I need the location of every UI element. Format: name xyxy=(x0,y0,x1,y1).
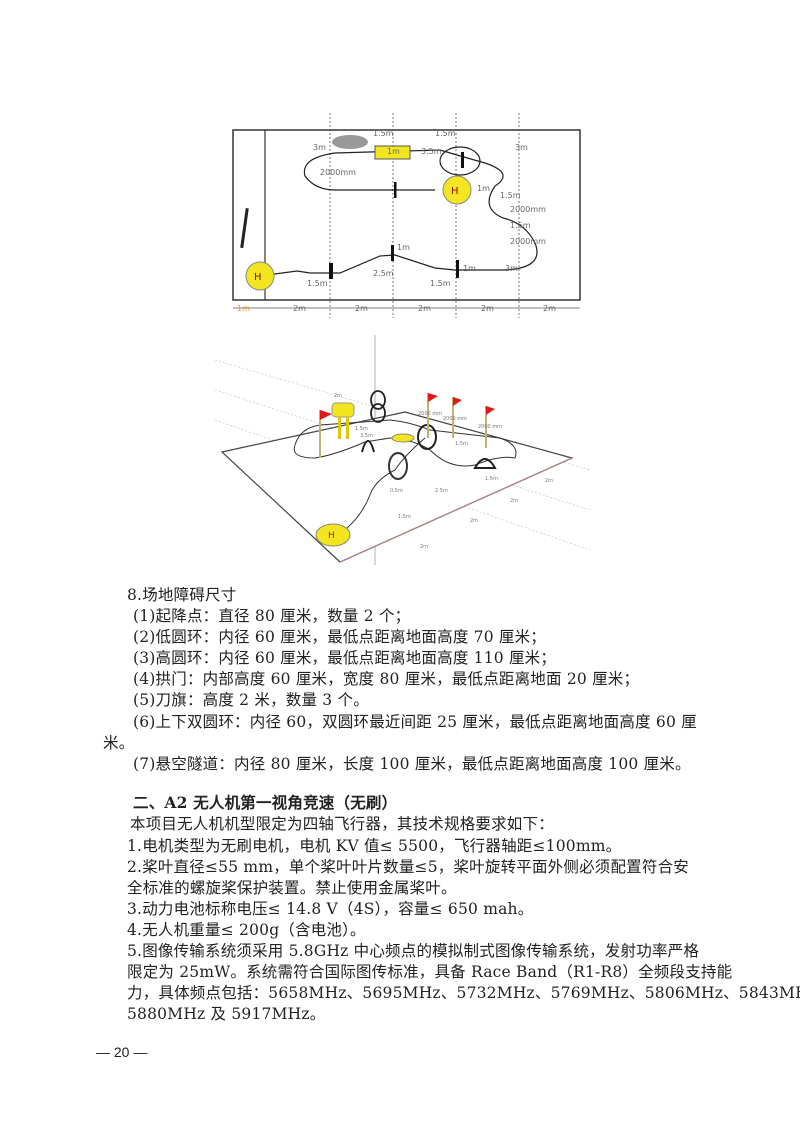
list-item: (5)刀旗：高度 2 米，数量 3 个。 xyxy=(133,691,369,709)
page-number: — 20 — xyxy=(96,1044,148,1060)
svg-text:3m: 3m xyxy=(505,264,518,273)
list-item: (4)拱门：内部高度 60 厘米，宽度 80 厘米，最低点距离地面 20 厘米； xyxy=(133,670,640,688)
section-title: 8.场地障碍尺寸 xyxy=(127,586,237,604)
svg-text:1.5m: 1.5m xyxy=(510,221,531,230)
svg-text:2000 mm: 2000 mm xyxy=(478,424,502,430)
svg-text:3m: 3m xyxy=(515,143,528,152)
svg-text:2m: 2m xyxy=(420,544,428,550)
list-item: (6)上下双圆环：内径 60，双圆环最近间距 25 厘米，最低点距离地面高度 6… xyxy=(133,713,697,731)
svg-text:2m: 2m xyxy=(545,478,553,484)
svg-text:1.5m: 1.5m xyxy=(355,426,368,432)
course-top-view-diagram: H H 1.5m 1m 1.5m 3.5m 3m 3m 2000mm 1m 1.… xyxy=(232,113,581,318)
svg-text:2m: 2m xyxy=(355,304,368,313)
svg-text:2000mm: 2000mm xyxy=(320,168,356,177)
svg-text:0.5m: 0.5m xyxy=(390,488,403,494)
svg-text:2m: 2m xyxy=(293,304,306,313)
svg-text:1.5m: 1.5m xyxy=(485,476,498,482)
spec-line: 全标准的螺旋桨保护装置。禁止使用金属桨叶。 xyxy=(127,879,457,897)
svg-text:1.5m: 1.5m xyxy=(455,441,468,447)
svg-text:1.5m: 1.5m xyxy=(430,279,451,288)
svg-text:1m: 1m xyxy=(397,243,410,252)
svg-text:2m: 2m xyxy=(334,393,342,399)
svg-text:2m: 2m xyxy=(510,498,518,504)
svg-text:1.5m: 1.5m xyxy=(435,129,456,138)
spec-line: 限定为 25mW。系统需符合国际图传标准，具备 Race Band（R1-R8）… xyxy=(127,963,733,981)
svg-text:2m: 2m xyxy=(470,518,478,524)
spec-line: 2.桨叶直径≤55 mm，单个桨叶叶片数量≤5，桨叶旋转平面外侧必须配置符合安 xyxy=(127,858,689,876)
svg-text:2m: 2m xyxy=(543,304,556,313)
landing-pad xyxy=(315,523,351,547)
svg-text:2m: 2m xyxy=(481,304,494,313)
spec-line: 5880MHz 及 5917MHz。 xyxy=(127,1005,326,1023)
list-item: (7)悬空隧道：内径 80 厘米，长度 100 厘米，最低点距离地面高度 100… xyxy=(133,755,691,773)
spec-line: 1.电机类型为无刷电机，电机 KV 值≤ 5500，飞行器轴距≤100mm。 xyxy=(127,837,622,855)
svg-text:1.5m: 1.5m xyxy=(398,514,411,520)
tunnel-obstacle xyxy=(374,145,411,160)
svg-text:2000 mm: 2000 mm xyxy=(443,416,467,422)
svg-text:H: H xyxy=(451,186,459,197)
intro-paragraph: 本项目无人机机型限定为四轴飞行器，其技术规格要求如下： xyxy=(130,815,554,833)
svg-text:2.5m: 2.5m xyxy=(435,488,448,494)
section-heading: 二、A2 无人机第一视角竞速（无刷） xyxy=(133,793,398,812)
spec-line: 5.图像传输系统须采用 5.8GHz 中心频点的模拟制式图像传输系统，发射功率严… xyxy=(127,942,700,960)
svg-text:1.5m: 1.5m xyxy=(307,279,328,288)
landing-pad-end xyxy=(442,175,472,205)
svg-text:1.5m: 1.5m xyxy=(500,191,521,200)
svg-text:2.5m: 2.5m xyxy=(373,269,394,278)
list-item-continuation: 米。 xyxy=(103,734,135,752)
spec-line: 3.动力电池标称电压≤ 14.8 V（4S），容量≤ 650 mah。 xyxy=(127,900,534,918)
course-3d-diagram: H 2m 2000 mm 2000 mm 2000 mm 1.5m 3.5m 1… xyxy=(214,335,591,565)
list-item: (3)高圆环：内径 60 厘米，最低点距离地面高度 110 厘米； xyxy=(133,649,557,667)
svg-text:1m: 1m xyxy=(237,304,250,313)
list-item: (1)起降点：直径 80 厘米，数量 2 个； xyxy=(133,607,411,625)
svg-text:3.5m: 3.5m xyxy=(421,147,442,156)
list-item: (2)低圆环：内径 60 厘米，最低点距离地面高度 70 厘米； xyxy=(133,628,547,646)
svg-text:2000mm: 2000mm xyxy=(510,205,546,214)
svg-text:3.5m: 3.5m xyxy=(360,433,373,439)
landing-pad-start xyxy=(245,261,275,291)
svg-text:2000 mm: 2000 mm xyxy=(418,411,442,417)
tunnel-obstacle xyxy=(331,402,355,439)
svg-text:3m: 3m xyxy=(313,143,326,152)
svg-text:H: H xyxy=(328,531,335,541)
svg-text:2000mm: 2000mm xyxy=(510,237,546,246)
svg-text:2m: 2m xyxy=(418,304,431,313)
spec-line: 4.无人机重量≤ 200g（含电池）。 xyxy=(127,921,366,939)
svg-text:1m: 1m xyxy=(463,264,476,273)
svg-text:1m: 1m xyxy=(477,184,490,193)
flag-poles xyxy=(319,393,495,458)
svg-text:H: H xyxy=(254,272,262,283)
svg-text:1.5m: 1.5m xyxy=(373,129,394,138)
spec-line: 力，具体频点包括：5658MHz、5695MHz、5732MHz、5769MHz… xyxy=(127,984,800,1002)
svg-text:1m: 1m xyxy=(387,147,400,156)
